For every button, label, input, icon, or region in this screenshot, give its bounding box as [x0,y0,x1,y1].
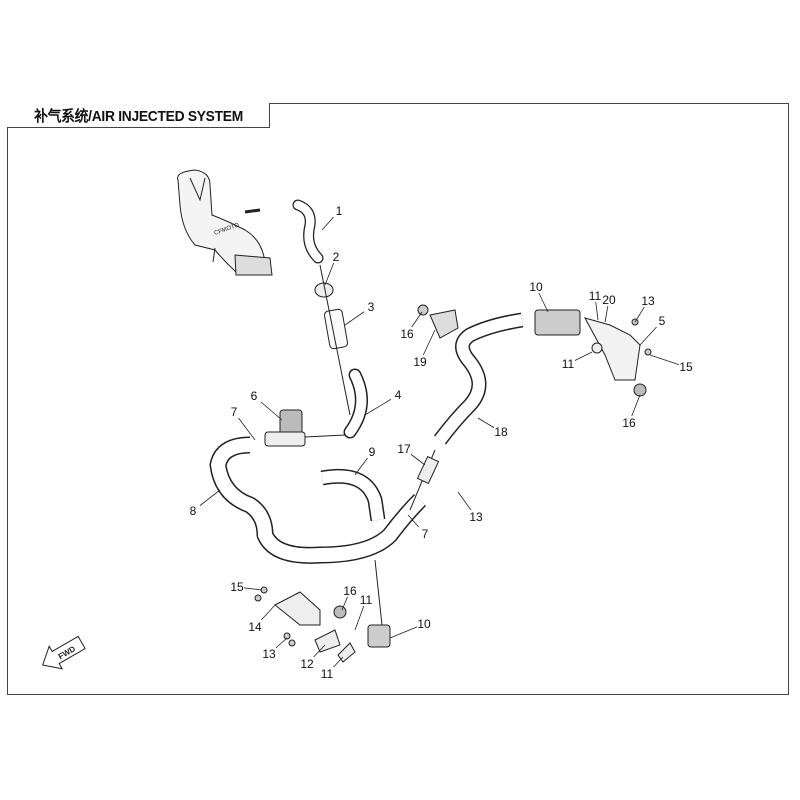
callout-bg [365,445,379,458]
callout-label-16: 16 [622,416,636,430]
callout-bg [300,657,314,670]
callout-label-7: 7 [231,405,238,419]
callout-label-15: 15 [679,360,693,374]
reed-valve-bottom [254,586,391,663]
callout-label-13: 13 [262,647,276,661]
callout-label-19: 19 [413,355,427,369]
callout-label-16: 16 [400,327,414,341]
filter-3 [323,308,349,350]
callout-label-4: 4 [395,388,402,402]
callout-label-1: 1 [336,204,343,218]
callout-label-11: 11 [589,289,602,303]
callout-label-13: 13 [641,294,655,308]
callout-bg [227,405,241,418]
callout-label-11: 11 [321,667,334,681]
airbox-part: CFMOTO [177,169,273,276]
callout-bg [469,510,483,523]
callout-bg [561,357,575,370]
callout-bg [679,360,693,373]
callout-label-20: 20 [602,293,616,307]
callout-bg [329,250,343,263]
callout-bg [248,620,262,633]
callout-bg [397,442,411,455]
callout-label-17: 17 [397,442,411,456]
callout-label-8: 8 [190,504,197,518]
callout-bg [588,289,602,302]
callout-bg [417,617,431,630]
callout-label-10: 10 [417,617,431,631]
diagram-frame [7,103,789,695]
reed-valve-top [534,309,652,397]
callout-label-5: 5 [659,314,666,328]
clamp-19 [429,309,459,339]
callout-bg [247,389,261,402]
callout-label-12: 12 [300,657,314,671]
callout-label-10: 10 [529,280,543,294]
callout-label-18: 18 [494,425,508,439]
callout-bg [359,593,373,606]
callout-bg [622,416,636,429]
callout-label-7: 7 [422,527,429,541]
callout-bg [413,355,427,368]
callout-bg [343,584,357,597]
callout-label-3: 3 [368,300,375,314]
callout-bg [494,425,508,438]
callout-bg [641,294,655,307]
callout-bg [186,504,200,517]
callout-label-15: 15 [230,580,244,594]
callout-label-6: 6 [251,389,258,403]
callout-label-11: 11 [360,593,373,607]
callout-bg [391,388,405,401]
callout-bg [230,580,244,593]
callout-bg [364,300,378,313]
callout-bg [655,314,669,327]
callout-label-9: 9 [369,445,376,459]
callout-bg [332,204,346,217]
callout-bg [320,667,334,680]
title-box: 补气系统/AIR INJECTED SYSTEM [7,103,270,128]
callout-label-14: 14 [248,620,262,634]
callout-label-11: 11 [562,357,575,371]
callout-label-16: 16 [343,584,357,598]
diagram-title: 补气系统/AIR INJECTED SYSTEM [33,107,243,125]
valve-6 [264,409,346,447]
callout-bg [602,293,616,306]
callout-label-2: 2 [333,250,340,264]
callout-label-13: 13 [469,510,483,524]
callout-bg [262,647,276,660]
callout-bg [400,327,414,340]
callout-labels: 1234567789101011111111121313131415151616… [186,204,693,681]
callout-bg [418,527,432,540]
fwd-arrow-icon: FWD [42,635,86,670]
callout-bg [529,280,543,293]
